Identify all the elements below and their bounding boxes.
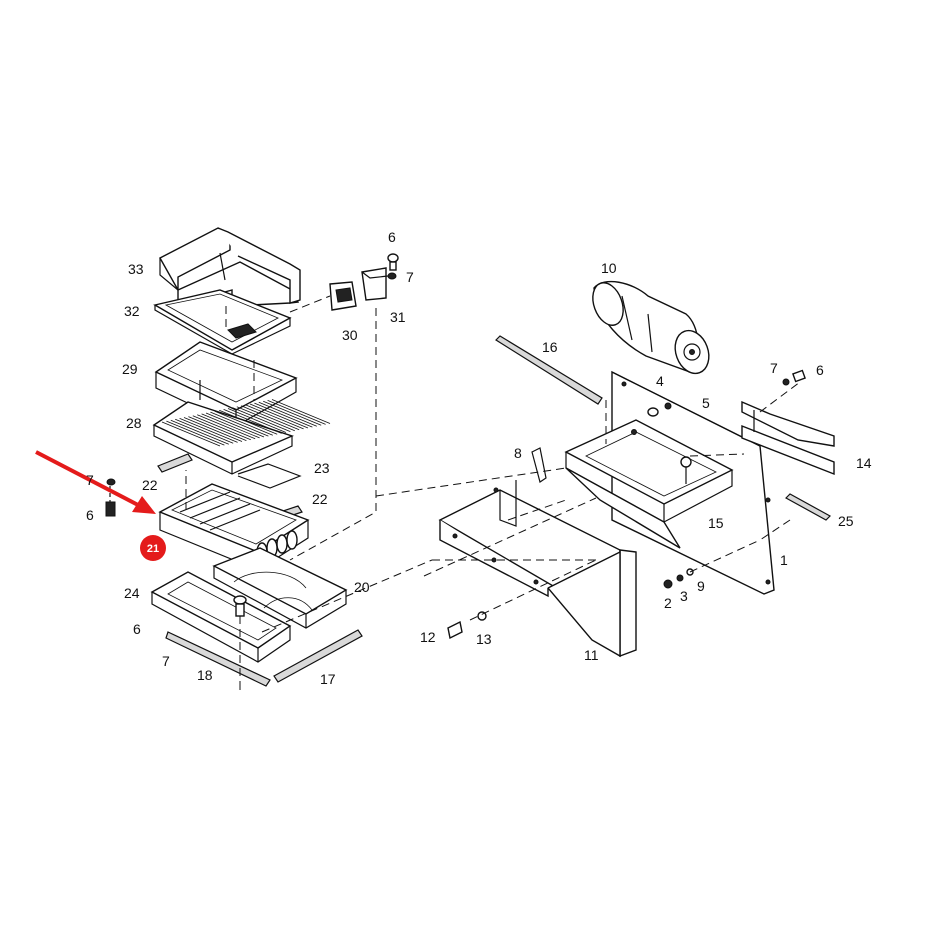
label-7-left: 7 xyxy=(86,472,94,488)
part-17-rod xyxy=(273,629,363,683)
highlight-badge: 21 xyxy=(140,535,166,561)
coil-fin xyxy=(249,403,309,429)
part-8-rod xyxy=(531,447,547,483)
label-18: 18 xyxy=(197,667,213,683)
part-7-nut-left xyxy=(106,478,116,486)
label-5: 5 xyxy=(702,395,710,411)
part-4-5-grommet xyxy=(647,402,672,417)
coil-fin xyxy=(263,400,322,426)
coil-fin xyxy=(201,413,260,439)
label-33: 33 xyxy=(128,261,144,277)
label-14: 14 xyxy=(856,455,872,471)
label-4: 4 xyxy=(656,373,664,389)
label-23: 23 xyxy=(314,460,330,476)
part-32-filter-screen xyxy=(153,289,292,355)
part-11-housing xyxy=(438,480,637,658)
coil-fin xyxy=(210,411,269,437)
coil-fin xyxy=(245,404,304,430)
part-30-plate xyxy=(329,281,357,311)
part-20-base-tray xyxy=(212,547,348,629)
label-3: 3 xyxy=(680,588,688,604)
label-2: 2 xyxy=(664,595,672,611)
label-32: 32 xyxy=(124,303,140,319)
label-7-top: 7 xyxy=(406,269,414,285)
part-25-bar xyxy=(785,493,831,521)
label-25: 25 xyxy=(838,513,854,529)
label-6-right: 6 xyxy=(816,362,824,378)
coil-fin xyxy=(188,416,247,441)
label-31: 31 xyxy=(390,309,406,325)
label-11: 11 xyxy=(584,647,599,663)
coil-fin xyxy=(223,409,282,434)
coil-fin xyxy=(254,402,313,428)
label-24: 24 xyxy=(124,585,140,601)
label-16: 16 xyxy=(542,339,558,355)
coil-fin xyxy=(214,410,273,436)
coil-fin xyxy=(232,407,291,432)
part-16-bar xyxy=(495,335,603,405)
part-21-heater-assembly xyxy=(158,483,310,571)
label-10: 10 xyxy=(601,260,617,276)
part-24-lower-tray xyxy=(150,571,292,663)
part-12-13-screw xyxy=(447,611,487,640)
coil-fin xyxy=(166,420,225,446)
label-29: 29 xyxy=(122,361,138,377)
coil-fin xyxy=(271,399,331,424)
coil-fin xyxy=(219,409,278,435)
part-18-rod xyxy=(165,631,271,687)
part-28-finned-coil xyxy=(152,399,331,475)
coil-fin xyxy=(183,417,243,442)
coil-fin xyxy=(197,414,256,440)
badge-label-21: 21 xyxy=(147,543,159,555)
coil-fin xyxy=(258,401,317,427)
label-20: 20 xyxy=(354,579,370,595)
label-8: 8 xyxy=(514,445,522,461)
part-2-3-9-nuts xyxy=(663,568,694,589)
part-labels: 33 32 29 28 7 6 22 23 22 20 24 6 7 18 17… xyxy=(86,229,872,687)
coil-fin xyxy=(175,418,234,444)
coil-fin xyxy=(205,412,265,438)
coil-fin xyxy=(236,406,295,432)
part-6-screw-top xyxy=(387,253,399,271)
label-17: 17 xyxy=(320,671,336,687)
coil-fin xyxy=(179,418,238,443)
label-6-bottom: 6 xyxy=(133,621,141,637)
coil-fin xyxy=(161,421,221,447)
coil-fin xyxy=(227,408,287,433)
highlight-arrow xyxy=(35,450,156,514)
part-6-screw-bottom xyxy=(233,595,247,690)
label-13: 13 xyxy=(476,631,492,647)
part-14-brackets xyxy=(741,400,835,476)
part-22-rod-left xyxy=(157,453,193,473)
label-1: 1 xyxy=(780,552,788,568)
label-28: 28 xyxy=(126,415,142,431)
coil-fin xyxy=(267,400,326,425)
coil-fin xyxy=(192,415,251,441)
part-7-nut-top xyxy=(387,272,397,280)
part-23-wire-clip xyxy=(237,463,302,489)
label-7-bottom: 7 xyxy=(162,653,170,669)
label-15: 15 xyxy=(708,515,724,531)
assembly-dash-lines-right xyxy=(375,381,801,621)
assembly-dash-lines-left xyxy=(185,295,433,690)
label-22-left: 22 xyxy=(142,477,158,493)
label-12: 12 xyxy=(420,629,436,645)
coil-fin xyxy=(170,419,229,445)
label-7-right: 7 xyxy=(770,360,778,376)
coil-fin xyxy=(241,405,300,431)
part-31-bracket xyxy=(361,267,389,301)
label-22-right: 22 xyxy=(312,491,328,507)
part-10-blower-motor xyxy=(592,280,710,375)
label-6-top: 6 xyxy=(388,229,396,245)
part-inner-plenum xyxy=(564,419,734,549)
label-6-left: 6 xyxy=(86,507,94,523)
label-30: 30 xyxy=(342,327,358,343)
part-15-sensor xyxy=(680,456,692,484)
label-9: 9 xyxy=(697,578,705,594)
part-6-screw-right xyxy=(782,369,806,386)
